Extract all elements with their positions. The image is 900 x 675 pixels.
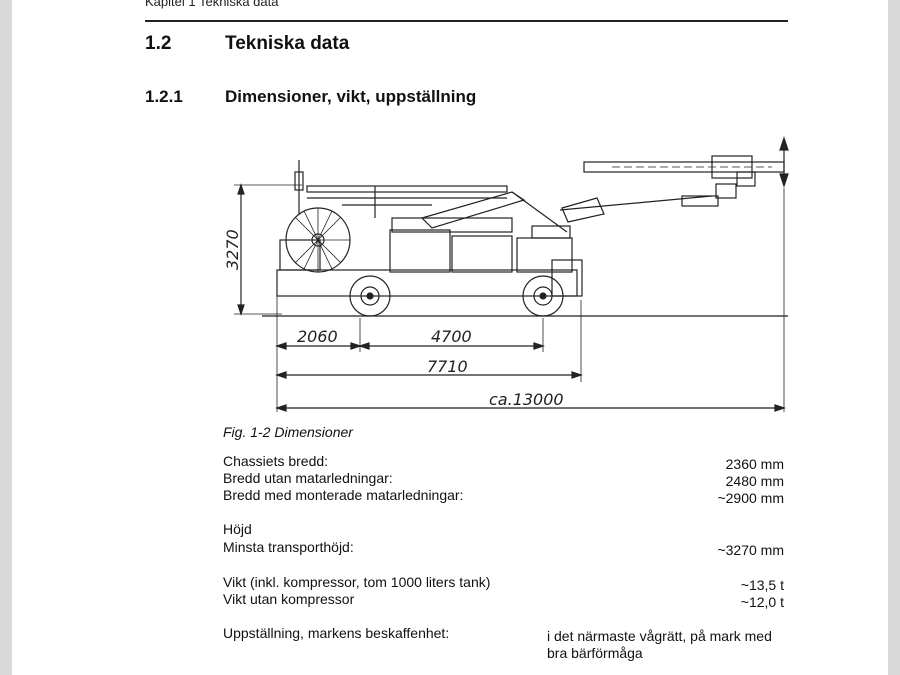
chassis-width-value: 2360 mm (725, 456, 784, 472)
width-no-feed-value: 2480 mm (725, 473, 784, 489)
chassis-dimension-label: 7710 (427, 357, 468, 376)
width-with-feed-value: ~2900 mm (717, 490, 784, 506)
document-page: Kapitel 1 Tekniska data 1.2 Tekniska dat… (12, 0, 888, 675)
subsection-title: Dimensioner, vikt, uppställning (225, 87, 477, 106)
section-title: Tekniska data (225, 33, 350, 54)
weight-no-compressor-value: ~12,0 t (740, 594, 784, 610)
weight-value: ~13,5 t (740, 577, 784, 593)
width-no-feed-label: Bredd utan matarledningar: (223, 470, 393, 486)
figure-caption: Fig. 1-2 Dimensioner (223, 424, 353, 440)
running-header: Kapitel 1 Tekniska data (145, 0, 279, 9)
height-dimension-label: 3270 (223, 229, 242, 270)
setup-value-line1: i det närmaste vågrätt, på mark med (547, 628, 772, 644)
min-transport-height-value: ~3270 mm (717, 542, 784, 558)
width-with-feed-label: Bredd med monterade matarledningar: (223, 487, 464, 503)
chassis-width-label: Chassiets bredd: (223, 453, 329, 469)
weight-label: Vikt (inkl. kompressor, tom 1000 liters … (223, 574, 491, 590)
wheelbase-dimension-label: 4700 (431, 327, 472, 346)
front-wheel (522, 275, 564, 317)
header-rule (145, 20, 788, 22)
min-transport-height-label: Minsta transporthöjd: (223, 539, 354, 555)
chassis-frame (276, 269, 578, 297)
dimension-drawing: 3270 2060 4700 7710 ca.13000 (223, 136, 789, 412)
total-dimension-label: ca.13000 (489, 390, 564, 409)
height-heading: Höjd (223, 521, 252, 537)
weight-no-compressor-label: Vikt utan kompressor (223, 591, 355, 607)
section-number: 1.2 (145, 33, 172, 54)
rear-wheel (349, 275, 391, 317)
setup-value-line2: bra bärförmåga (547, 645, 643, 661)
subsection-number: 1.2.1 (145, 87, 183, 106)
setup-label: Uppställning, markens beskaffenhet: (223, 625, 450, 641)
front-dimension-label: 2060 (297, 327, 338, 346)
